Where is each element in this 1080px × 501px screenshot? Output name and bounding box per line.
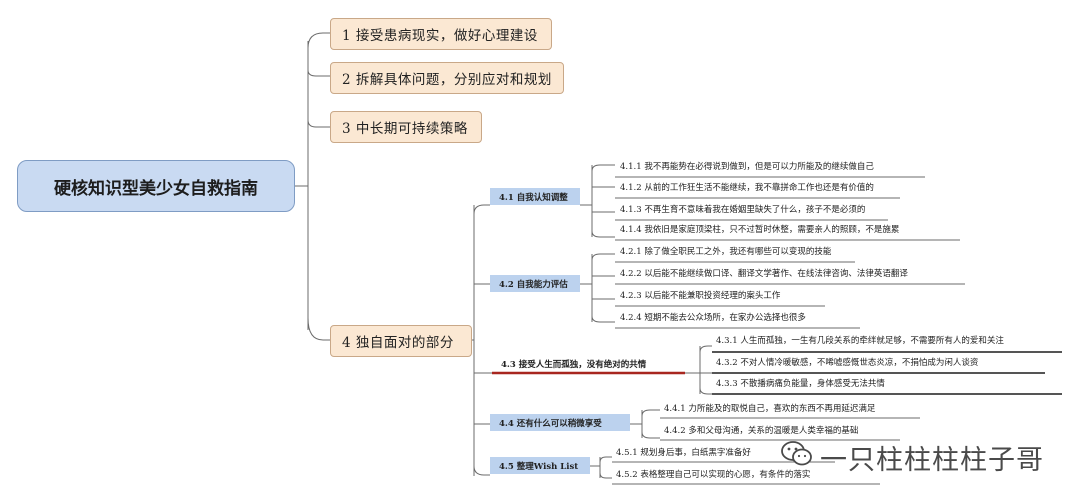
branch-node-4[interactable]: 4 独自面对的部分 (330, 325, 472, 357)
leaf-item-4-1-4[interactable]: 4.1.4 我依旧是家庭顶梁柱，只不过暂时休整，需要亲人的照顾，不是施累 (620, 225, 900, 235)
branch-label: 1 接受患病现实，做好心理建设 (342, 28, 538, 44)
branch-label: 4 独自面对的部分 (342, 335, 454, 351)
branch-label: 2 拆解具体问题，分别应对和规划 (342, 72, 552, 88)
leaf-item-4-4-2[interactable]: 4.4.2 多和父母沟通，关系的温暖是人类幸福的基础 (664, 426, 859, 436)
leaf-item-4-3-1[interactable]: 4.3.1 人生而孤独，一生有几段关系的牵绊就足够，不需要所有人的爱和关注 (716, 336, 1004, 346)
leaf-item-4-2-1[interactable]: 4.2.1 除了做全职民工之外，我还有哪些可以变现的技能 (620, 247, 832, 257)
leaf-item-4-1-2[interactable]: 4.1.2 从前的工作狂生活不能继续，我不靠拼命工作也还是有价值的 (620, 183, 874, 193)
section-label: 4.4 还有什么可以稍微享受 (499, 418, 602, 429)
section-node-4-2[interactable]: 4.2 自我能力评估 (490, 275, 580, 292)
leaf-item-4-1-3[interactable]: 4.1.3 不再生育不意味着我在婚姻里缺失了什么，孩子不是必须的 (620, 205, 866, 215)
branch-label: 3 中长期可持续策略 (342, 121, 468, 137)
leaf-item-4-1-1[interactable]: 4.1.1 我不再能势在必得说到做到，但是可以力所能及的继续做自己 (620, 162, 874, 172)
section-node-4-4[interactable]: 4.4 还有什么可以稍微享受 (490, 414, 630, 431)
branch-node-2[interactable]: 2 拆解具体问题，分别应对和规划 (330, 62, 564, 94)
leaf-item-4-2-4[interactable]: 4.2.4 短期不能去公众场所，在家办公选择也很多 (620, 313, 806, 323)
section-label: 4.3 接受人生而孤独，没有绝对的共情 (501, 359, 647, 370)
leaf-item-4-4-1[interactable]: 4.4.1 力所能及的取悦自己，喜欢的东西不再用延迟满足 (664, 404, 876, 414)
leaf-item-4-3-2[interactable]: 4.3.2 不对人情冷暖敏感，不唏嘘感慨世态炎凉，不捐怕成为闲人谈资 (716, 358, 979, 368)
leaf-item-4-2-2[interactable]: 4.2.2 以后能不能继续做口译、翻译文学著作、在线法律咨询、法律英语翻译 (620, 269, 908, 279)
section-node-4-3[interactable]: 4.3 接受人生而孤独，没有绝对的共情 (492, 355, 685, 372)
watermark-text: 一只柱柱柱柱子哥 (820, 445, 1044, 476)
root-label: 硬核知识型美少女自救指南 (54, 178, 258, 199)
section-label: 4.2 自我能力评估 (499, 279, 568, 290)
wechat-icon (780, 439, 814, 476)
section-label: 4.5 整理Wish List (499, 461, 579, 472)
watermark: 一只柱柱柱柱子哥 (780, 438, 1044, 477)
leaf-item-4-5-1[interactable]: 4.5.1 规划身后事，白纸黑字准备好 (616, 448, 751, 458)
section-node-4-5[interactable]: 4.5 整理Wish List (490, 457, 590, 474)
section-node-4-1[interactable]: 4.1 自我认知调整 (490, 188, 580, 205)
leaf-item-4-2-3[interactable]: 4.2.3 以后能不能兼职投资经理的案头工作 (620, 291, 781, 301)
section-label: 4.1 自我认知调整 (499, 192, 568, 203)
branch-node-3[interactable]: 3 中长期可持续策略 (330, 111, 482, 143)
leaf-item-4-3-3[interactable]: 4.3.3 不散播病痛负能量，身体感受无法共情 (716, 379, 885, 389)
root-node[interactable]: 硬核知识型美少女自救指南 (17, 160, 295, 212)
branch-node-1[interactable]: 1 接受患病现实，做好心理建设 (330, 18, 552, 50)
leaf-item-4-5-2[interactable]: 4.5.2 表格整理自己可以实现的心愿，有条件的落实 (616, 470, 811, 480)
